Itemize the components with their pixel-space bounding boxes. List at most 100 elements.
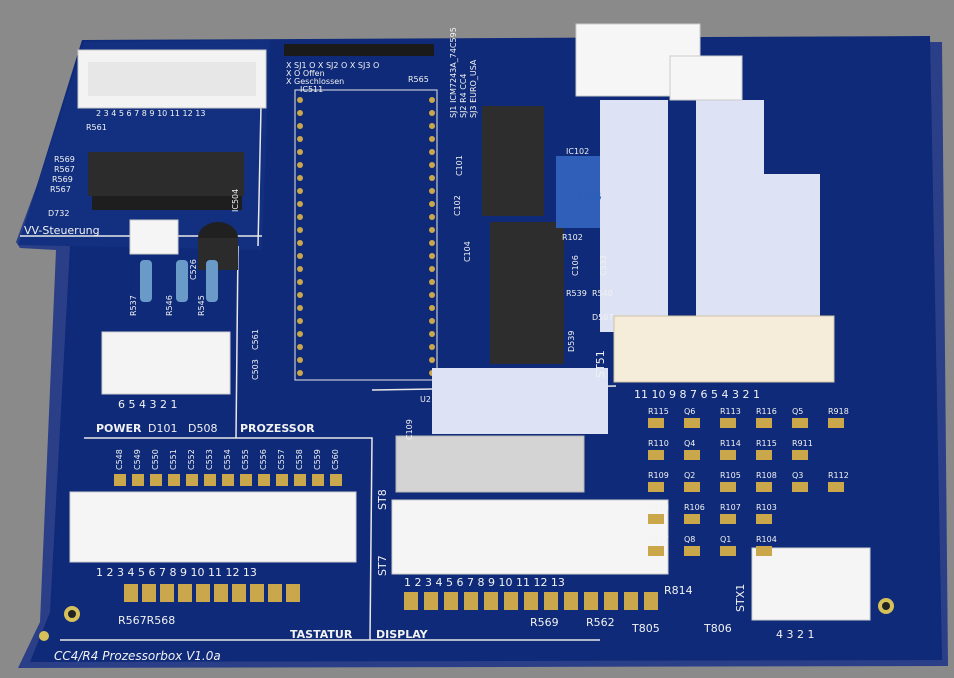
keyboard-cap-label: C548 [115,449,124,470]
keyboard-cap-label: C549 [133,449,142,470]
label-ic102: IC102 [566,147,589,156]
transistor-pad [792,450,808,460]
keyboard-cap-label: C559 [313,449,322,470]
ic511-pad [429,240,435,246]
relay-group [600,100,820,340]
transistor-pad [720,546,736,556]
power-connector [101,331,231,395]
ic511-pad [297,331,303,337]
transistor-pad [684,546,700,556]
stx1-connector [751,547,871,621]
label-t805: T805 [631,622,660,635]
display-pad [584,592,598,610]
transistor-label: R112 [828,471,849,480]
small-connector-left [129,219,179,255]
ic511-pad [429,357,435,363]
ic511-pad [297,266,303,272]
label-d732: D732 [48,209,69,218]
keyboard-pad [114,474,126,486]
u2-chip [432,368,608,434]
ic511-pad [429,123,435,129]
transistor-pad [720,514,736,524]
keyboard-pad [150,474,162,486]
display-pad [424,592,438,610]
vv-connector [77,49,267,109]
ic511-pad [297,136,303,142]
ic511-pad [297,292,303,298]
transistor-label: Q3 [792,471,803,480]
ic511-pad [429,162,435,168]
transistor-pad [684,450,700,460]
keyboard-resistor-pad [286,584,300,602]
transistor-label: R108 [756,471,777,480]
ic511-pad [297,201,303,207]
st51-connector [613,315,835,383]
processor-socket-outline [294,89,438,381]
label-r561: R561 [86,123,107,132]
label-c102: C102 [453,195,462,216]
label-st51: ST51 [594,350,607,378]
label-r569b: R569 [54,155,75,164]
pins-stx1: 4 3 2 1 [776,628,814,641]
keyboard-cap-label: C556 [259,449,268,470]
ic511-pad [429,292,435,298]
label-t806: T806 [703,622,732,635]
keyboard-cap-label: C557 [277,449,286,470]
display-pad [524,592,538,610]
keyboard-cap-label: C555 [241,449,250,470]
ic511-pad [297,318,303,324]
ic511-pad [297,279,303,285]
transistor-label: R114 [720,439,741,448]
main-ic-1 [482,106,544,216]
ic511-pad [297,305,303,311]
jumper-line1: X SJ1 O X SJ2 O X SJ3 O [286,61,379,70]
label-d101: D101 [148,422,177,435]
capacitor-c526 [198,222,238,270]
ic511-pad [429,149,435,155]
ic511-pad [429,344,435,350]
st8-connector [395,435,585,493]
ic511-pad [429,175,435,181]
display-pad [544,592,558,610]
transistor-label: R110 [648,439,669,448]
ic511-pad [429,214,435,220]
transistor-label: R911 [792,439,813,448]
keyboard-pad [204,474,216,486]
keyboard-pad [240,474,252,486]
label-c561: C561 [251,329,260,350]
keyboard-resistor-pad [196,584,210,602]
ic511-pad [429,110,435,116]
ic511-pad [297,240,303,246]
transistor-pads [648,418,844,556]
st7-connector [391,499,669,575]
keyboard-pad [132,474,144,486]
transistor-pad [648,418,664,428]
transistor-pad [756,514,772,524]
keyboard-resistor-pad [232,584,246,602]
keyboard-resistor-pad [268,584,282,602]
ic511-pad [429,279,435,285]
ic511-pad [429,188,435,194]
label-d508: D508 [188,422,217,435]
label-r562: R562 [586,616,615,629]
section-keyboard-label: TASTATUR [290,628,353,641]
transistor-pad [684,482,700,492]
label-r537: R537 [129,295,138,316]
keyboard-resistor-pad [124,584,138,602]
transistor-pad [720,418,736,428]
transistor-pad [828,418,844,428]
keyboard-resistor-pad [142,584,156,602]
top-right-connector-2 [669,55,743,101]
ic511-pad [297,188,303,194]
transistor-pad [648,514,664,524]
transistor-pad [684,418,700,428]
keyboard-pad [330,474,342,486]
keyboard-cap-label: C551 [169,449,178,470]
ic511-pad [297,110,303,116]
transistor-pad [792,418,808,428]
label-d507: D507 [592,313,613,322]
keyboard-pad [222,474,234,486]
label-r545: R545 [197,295,206,316]
